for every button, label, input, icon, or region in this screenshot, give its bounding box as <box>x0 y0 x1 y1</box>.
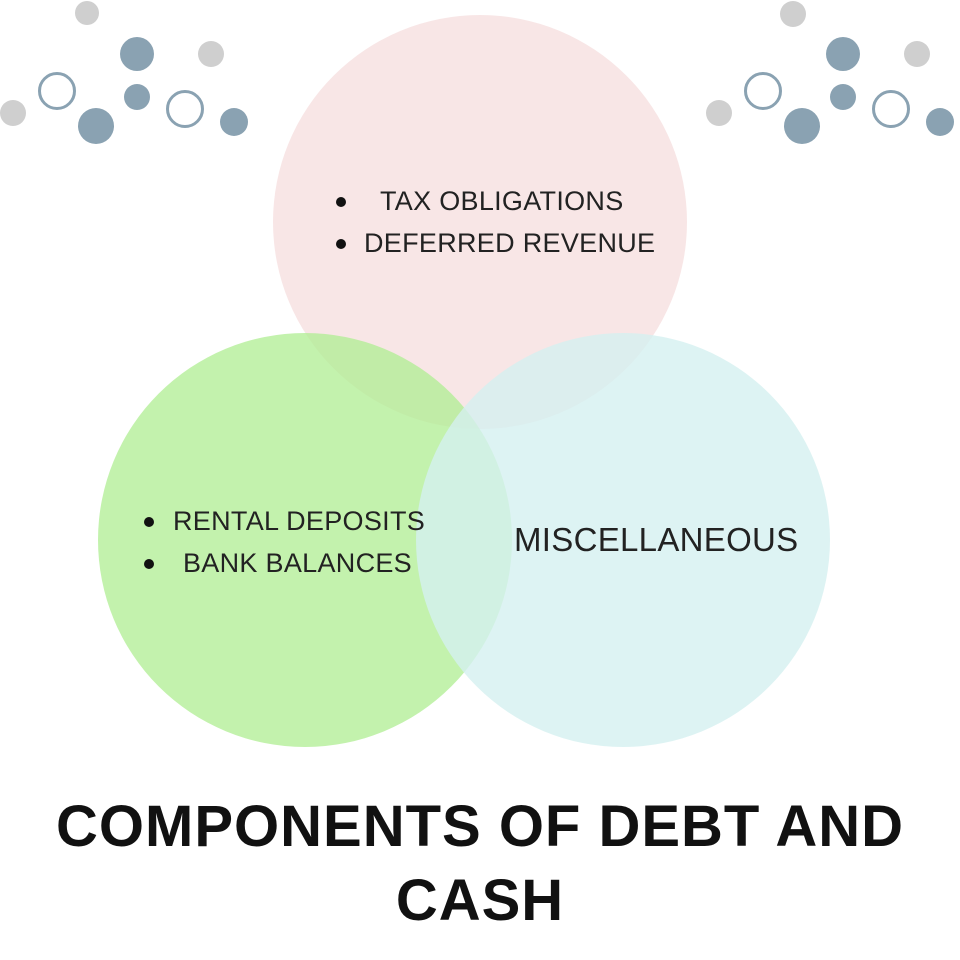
decorative-ring <box>38 72 76 110</box>
decorative-dot <box>78 108 114 144</box>
decorative-dot <box>826 37 860 71</box>
decorative-dot <box>830 84 856 110</box>
decorative-ring <box>166 90 204 128</box>
decorative-dot <box>124 84 150 110</box>
list-item: TAX OBLIGATIONS <box>336 180 655 222</box>
decorative-dot <box>926 108 954 136</box>
decorative-dot <box>784 108 820 144</box>
decorative-dot <box>706 100 732 126</box>
decorative-dot <box>120 37 154 71</box>
title-line-2: CASH <box>395 868 565 933</box>
list-item: DEFERRED REVENUE <box>336 222 655 264</box>
decorative-dot <box>0 100 26 126</box>
left-circle-list: RENTAL DEPOSITS BANK BALANCES <box>144 500 425 584</box>
list-item: BANK BALANCES <box>144 542 425 584</box>
right-circle-label: MISCELLANEOUS <box>514 521 799 558</box>
decorative-dot <box>198 41 224 67</box>
decorative-ring <box>872 90 910 128</box>
decorative-dot <box>904 41 930 67</box>
decorative-dot <box>220 108 248 136</box>
title-line-1: COMPONENTS OF DEBT AND <box>56 794 904 859</box>
decorative-dot <box>75 1 99 25</box>
circle-right <box>416 333 830 747</box>
decorative-ring <box>744 72 782 110</box>
list-item: RENTAL DEPOSITS <box>144 500 425 542</box>
top-circle-list: TAX OBLIGATIONS DEFERRED REVENUE <box>336 180 655 264</box>
page-title: COMPONENTS OF DEBT AND CASH <box>0 790 960 938</box>
decorative-dot <box>780 1 806 27</box>
